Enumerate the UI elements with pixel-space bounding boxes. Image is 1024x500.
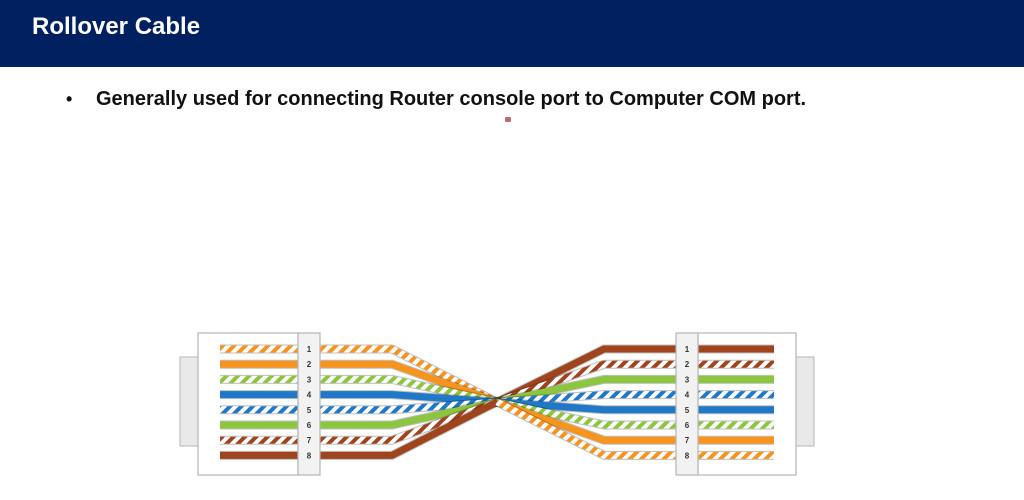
- left-wire-2: [220, 359, 499, 407]
- left-wire-8: [220, 397, 500, 460]
- left-pin-label-1: 1: [307, 345, 312, 354]
- left-pin-label-2: 2: [307, 360, 312, 369]
- right-pin-label-3: 3: [685, 375, 690, 384]
- left-rj45-connector: 1 2 3 4 5 6 7 8: [179, 332, 321, 476]
- right-pin-label-6: 6: [685, 421, 690, 430]
- left-pin-label-5: 5: [307, 406, 312, 415]
- left-wire-3: [220, 374, 498, 407]
- left-pin-label-6: 6: [307, 421, 312, 430]
- slide-title: Rollover Cable: [32, 13, 201, 40]
- left-wire-5: [220, 397, 498, 415]
- bullet-item: • Generally used for connecting Router c…: [66, 88, 806, 111]
- right-pin-label-5: 5: [685, 406, 690, 415]
- small-mark-icon: [505, 117, 511, 122]
- left-wire-4: [220, 390, 498, 407]
- right-wire-4: [496, 390, 774, 407]
- right-wire-1: [495, 344, 774, 407]
- wires-layer: [220, 344, 774, 460]
- left-pin-label-3: 3: [307, 375, 312, 384]
- bullet-dot-icon: •: [66, 89, 73, 109]
- right-wire-3: [496, 374, 774, 407]
- right-pin-label-8: 8: [685, 451, 690, 460]
- left-pin-label-8: 8: [307, 451, 312, 460]
- right-pin-label-4: 4: [685, 391, 690, 400]
- connectors-layer: 1 2 3 4 5 6 7 8 1 2 3 4 5 6 7 8: [179, 332, 815, 476]
- right-wire-8: [494, 397, 774, 460]
- right-rj45-connector: 1 2 3 4 5 6 7 8: [675, 332, 815, 476]
- right-wire-5: [496, 397, 774, 415]
- left-pin-label-4: 4: [307, 391, 312, 400]
- right-pin-label-1: 1: [685, 345, 690, 354]
- left-wire-7: [220, 397, 499, 445]
- right-wire-2: [495, 359, 774, 407]
- right-pin-label-2: 2: [685, 360, 690, 369]
- right-wire-6: [496, 397, 774, 430]
- left-pin-label-7: 7: [307, 436, 312, 445]
- bullet-text: Generally used for connecting Router con…: [96, 88, 807, 110]
- left-wire-1: [220, 344, 500, 407]
- right-pin-label-7: 7: [685, 436, 690, 445]
- left-wire-6: [220, 397, 498, 430]
- title-bar: Rollover Cable: [0, 0, 1024, 67]
- right-wire-7: [495, 397, 774, 445]
